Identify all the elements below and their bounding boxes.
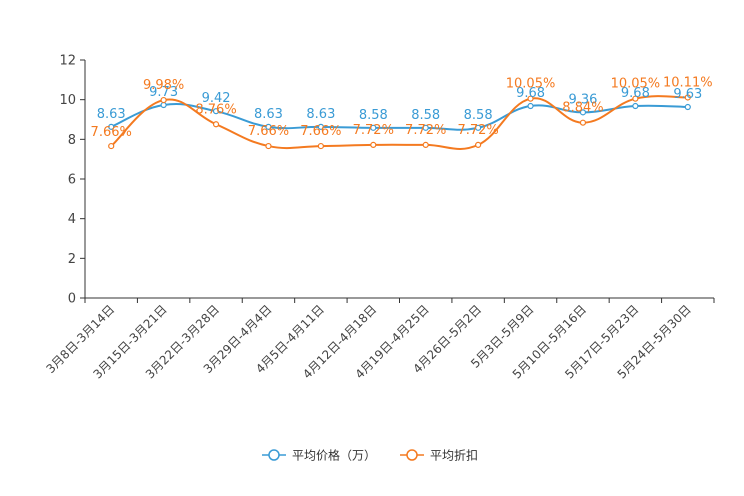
- data-point[interactable]: [684, 103, 691, 111]
- data-label: 8.63: [97, 107, 126, 122]
- y-tick-label: 6: [68, 173, 76, 188]
- data-point[interactable]: [684, 94, 691, 101]
- data-point[interactable]: [265, 123, 272, 130]
- y-tick-label: 2: [68, 252, 76, 267]
- data-label: 8.63: [306, 107, 335, 122]
- data-point[interactable]: [160, 101, 167, 109]
- y-tick-label: 8: [68, 133, 76, 148]
- y-tick-label: 10: [59, 93, 76, 108]
- data-label: 9.98%: [143, 78, 184, 93]
- data-label: 9.36: [568, 92, 597, 107]
- y-tick-label: 4: [68, 212, 76, 227]
- data-point[interactable]: [579, 119, 587, 126]
- data-label: 9.42: [202, 91, 231, 106]
- data-label: 7.66%: [248, 124, 289, 139]
- legend-label: 平均价格（万）: [292, 448, 376, 463]
- data-point[interactable]: [422, 124, 429, 131]
- data-point[interactable]: [160, 96, 167, 104]
- data-label: 10.05%: [611, 77, 661, 92]
- data-label: 9.73: [149, 85, 178, 100]
- legend-item-1[interactable]: 平均折扣: [400, 448, 478, 463]
- series-line-0: [110, 103, 688, 131]
- data-labels: 8.63 9.73 9.42 8.63 8.63 8.58 8.58 8.58 9.68 9.36…: [91, 75, 713, 140]
- data-point[interactable]: [212, 121, 220, 128]
- data-label: 7.66%: [300, 124, 341, 139]
- data-point[interactable]: [527, 95, 534, 102]
- data-label: 8.63: [254, 107, 283, 122]
- data-point[interactable]: [108, 142, 115, 150]
- data-label: 8.58: [411, 108, 440, 123]
- data-label: 8.58: [359, 108, 388, 123]
- legend-marker-icon: [406, 449, 418, 461]
- legend-label: 平均折扣: [430, 448, 478, 463]
- data-point[interactable]: [108, 123, 115, 130]
- data-point[interactable]: [527, 102, 534, 110]
- y-tick-label: 0: [68, 292, 76, 307]
- data-point[interactable]: [370, 124, 377, 131]
- data-label: 8.76%: [195, 102, 236, 117]
- legend-marker-icon: [268, 449, 280, 461]
- data-label: 7.66%: [91, 125, 132, 140]
- data-label: 8.58: [464, 108, 493, 123]
- data-label: 7.72%: [353, 123, 394, 138]
- y-axis: 0 2 4 6 8 10 12: [59, 54, 86, 307]
- data-label: 10.11%: [663, 75, 713, 90]
- data-label: 10.05%: [506, 77, 556, 92]
- data-label: 9.68: [516, 86, 545, 101]
- data-point[interactable]: [370, 141, 377, 148]
- series-layer: [108, 94, 691, 150]
- data-label: 7.72%: [405, 123, 446, 138]
- y-tick-label: 12: [59, 54, 76, 69]
- data-point[interactable]: [212, 108, 220, 115]
- data-point[interactable]: [317, 123, 324, 130]
- data-point[interactable]: [265, 142, 272, 150]
- data-label: 9.68: [621, 86, 650, 101]
- data-label: 7.72%: [457, 123, 498, 138]
- data-label: 8.84%: [562, 101, 603, 116]
- x-axis: 3月8日-3月14日3月15日-3月21日3月22日-3月28日3月29日-4月…: [43, 297, 715, 382]
- series-line-1: [110, 95, 688, 150]
- data-point[interactable]: [632, 95, 639, 102]
- legend-item-0[interactable]: 平均价格（万）: [262, 448, 376, 463]
- data-point[interactable]: [317, 142, 324, 150]
- data-label: 9.63: [673, 87, 702, 102]
- data-point[interactable]: [579, 109, 587, 116]
- data-point[interactable]: [475, 141, 482, 148]
- data-point[interactable]: [632, 102, 639, 110]
- data-point[interactable]: [422, 141, 429, 148]
- data-point[interactable]: [475, 124, 482, 131]
- legend: 平均价格（万） 平均折扣: [262, 448, 478, 463]
